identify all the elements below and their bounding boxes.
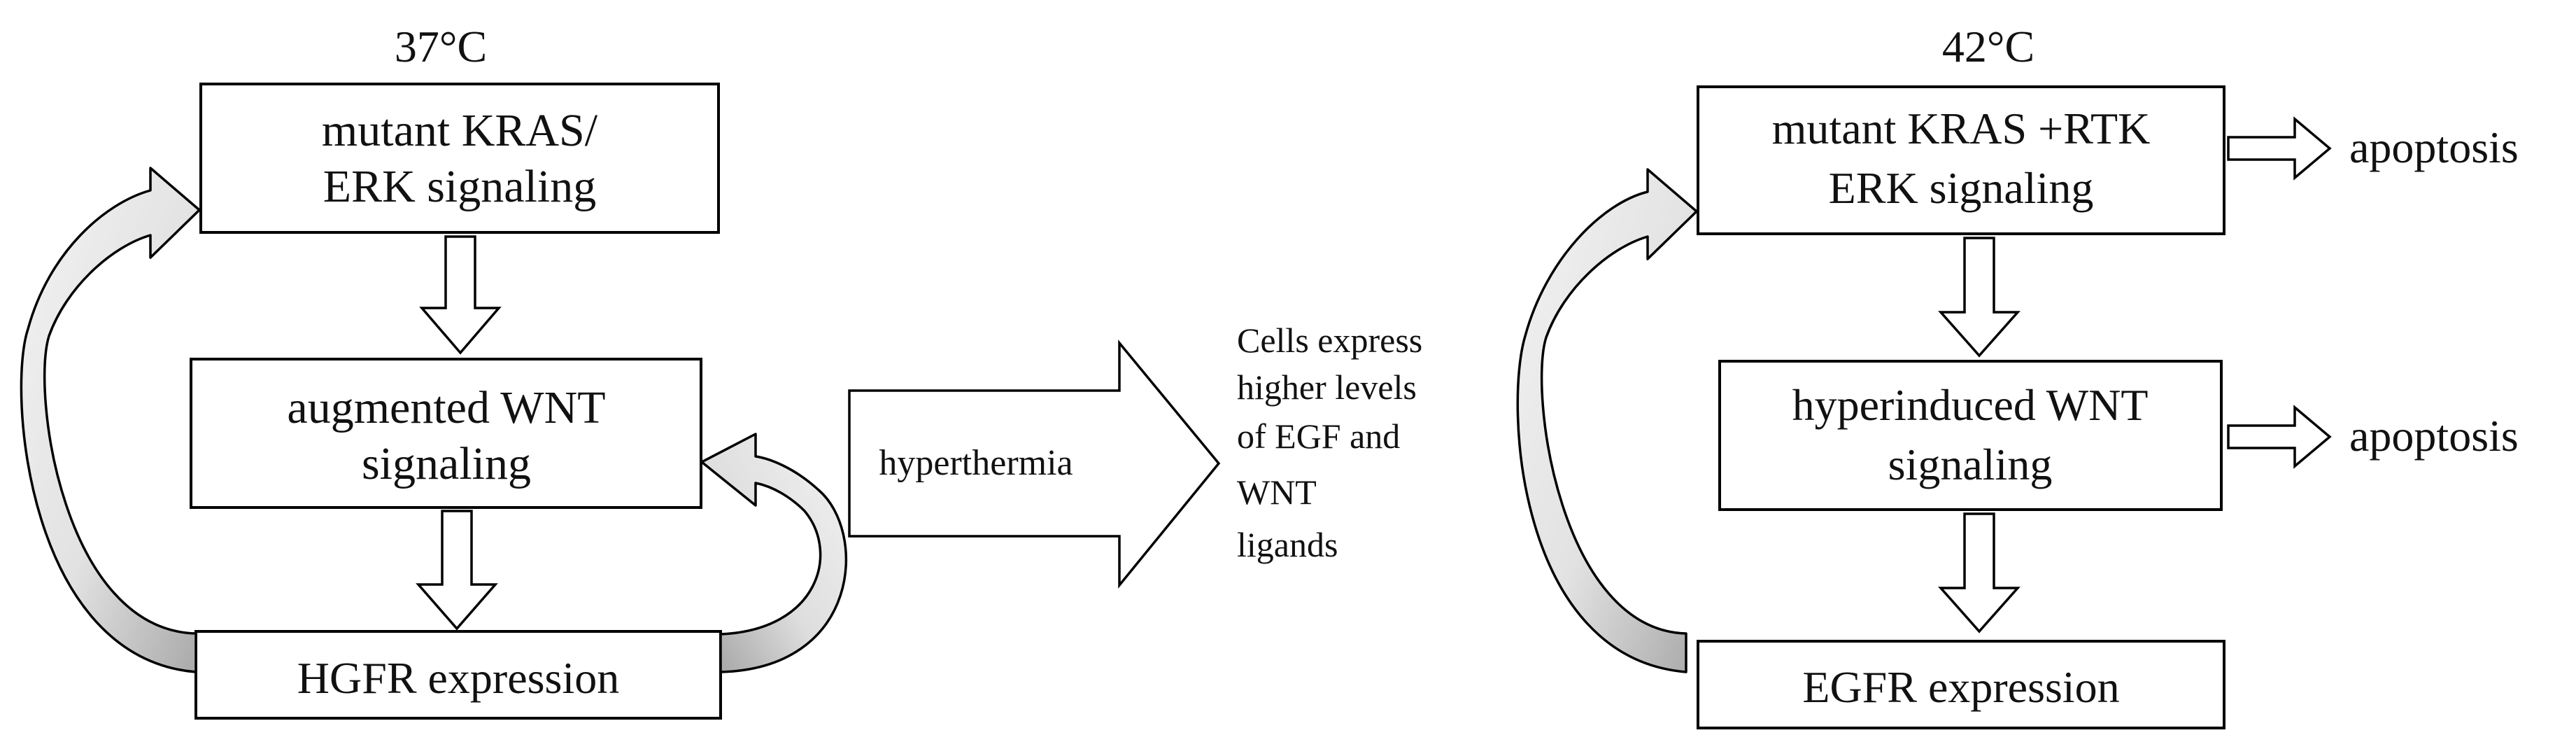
- left-box-wnt: augmented WNT signaling: [190, 358, 702, 509]
- left-box2-line1: augmented WNT: [287, 382, 605, 433]
- hyperthermia-arrow: hyperthermia: [848, 340, 1221, 589]
- middle-note-line3: of EGF and: [1237, 416, 1400, 456]
- left-box2-line2: signaling: [362, 438, 531, 489]
- middle-note: Cells express higher levels of EGF and W…: [1237, 321, 1422, 564]
- left-down-arrow-2: [416, 510, 498, 631]
- left-temperature-label: 37°C: [395, 22, 487, 71]
- right-box1-line1: mutant KRAS +RTK: [1772, 104, 2151, 153]
- right-apoptosis-label-2: apoptosis: [2349, 411, 2519, 461]
- right-feedback-arrow-large: [1516, 168, 1698, 673]
- left-box1-line1: mutant KRAS/: [322, 105, 598, 156]
- right-down-arrow-2: [1938, 512, 2021, 634]
- hyperthermia-label: hyperthermia: [879, 443, 1073, 483]
- left-box1-line2: ERK signaling: [323, 161, 597, 212]
- left-feedback-arrow-large: [20, 167, 201, 673]
- left-down-arrow-1: [419, 235, 502, 355]
- left-box3-line1: HGFR expression: [297, 653, 619, 703]
- right-box-kras-rtk-erk: mutant KRAS +RTK ERK signaling: [1697, 85, 2225, 235]
- right-down-arrow-1: [1938, 237, 2021, 358]
- middle-note-line5: ligands: [1237, 525, 1338, 564]
- left-box-kras-erk: mutant KRAS/ ERK signaling: [199, 83, 720, 234]
- left-feedback-arrow-small: [700, 433, 848, 673]
- right-apoptosis-label-1: apoptosis: [2349, 122, 2519, 172]
- right-box-wnt: hyperinduced WNT signaling: [1718, 360, 2223, 511]
- right-box1-line2: ERK signaling: [1829, 163, 2094, 213]
- middle-note-line2: higher levels: [1237, 368, 1417, 407]
- right-box2-line1: hyperinduced WNT: [1792, 380, 2149, 430]
- right-apoptosis-arrow-1: [2227, 116, 2332, 181]
- middle-note-line4: WNT: [1237, 472, 1317, 512]
- right-temperature-label: 42°C: [1942, 22, 2034, 71]
- right-apoptosis-arrow-2: [2227, 405, 2332, 469]
- right-box-egfr: EGFR expression: [1697, 640, 2225, 729]
- right-box3-line1: EGFR expression: [1802, 662, 2119, 712]
- right-box2-line2: signaling: [1888, 440, 2053, 489]
- middle-note-line1: Cells express: [1237, 321, 1422, 360]
- left-box-hgfr: HGFR expression: [194, 630, 722, 720]
